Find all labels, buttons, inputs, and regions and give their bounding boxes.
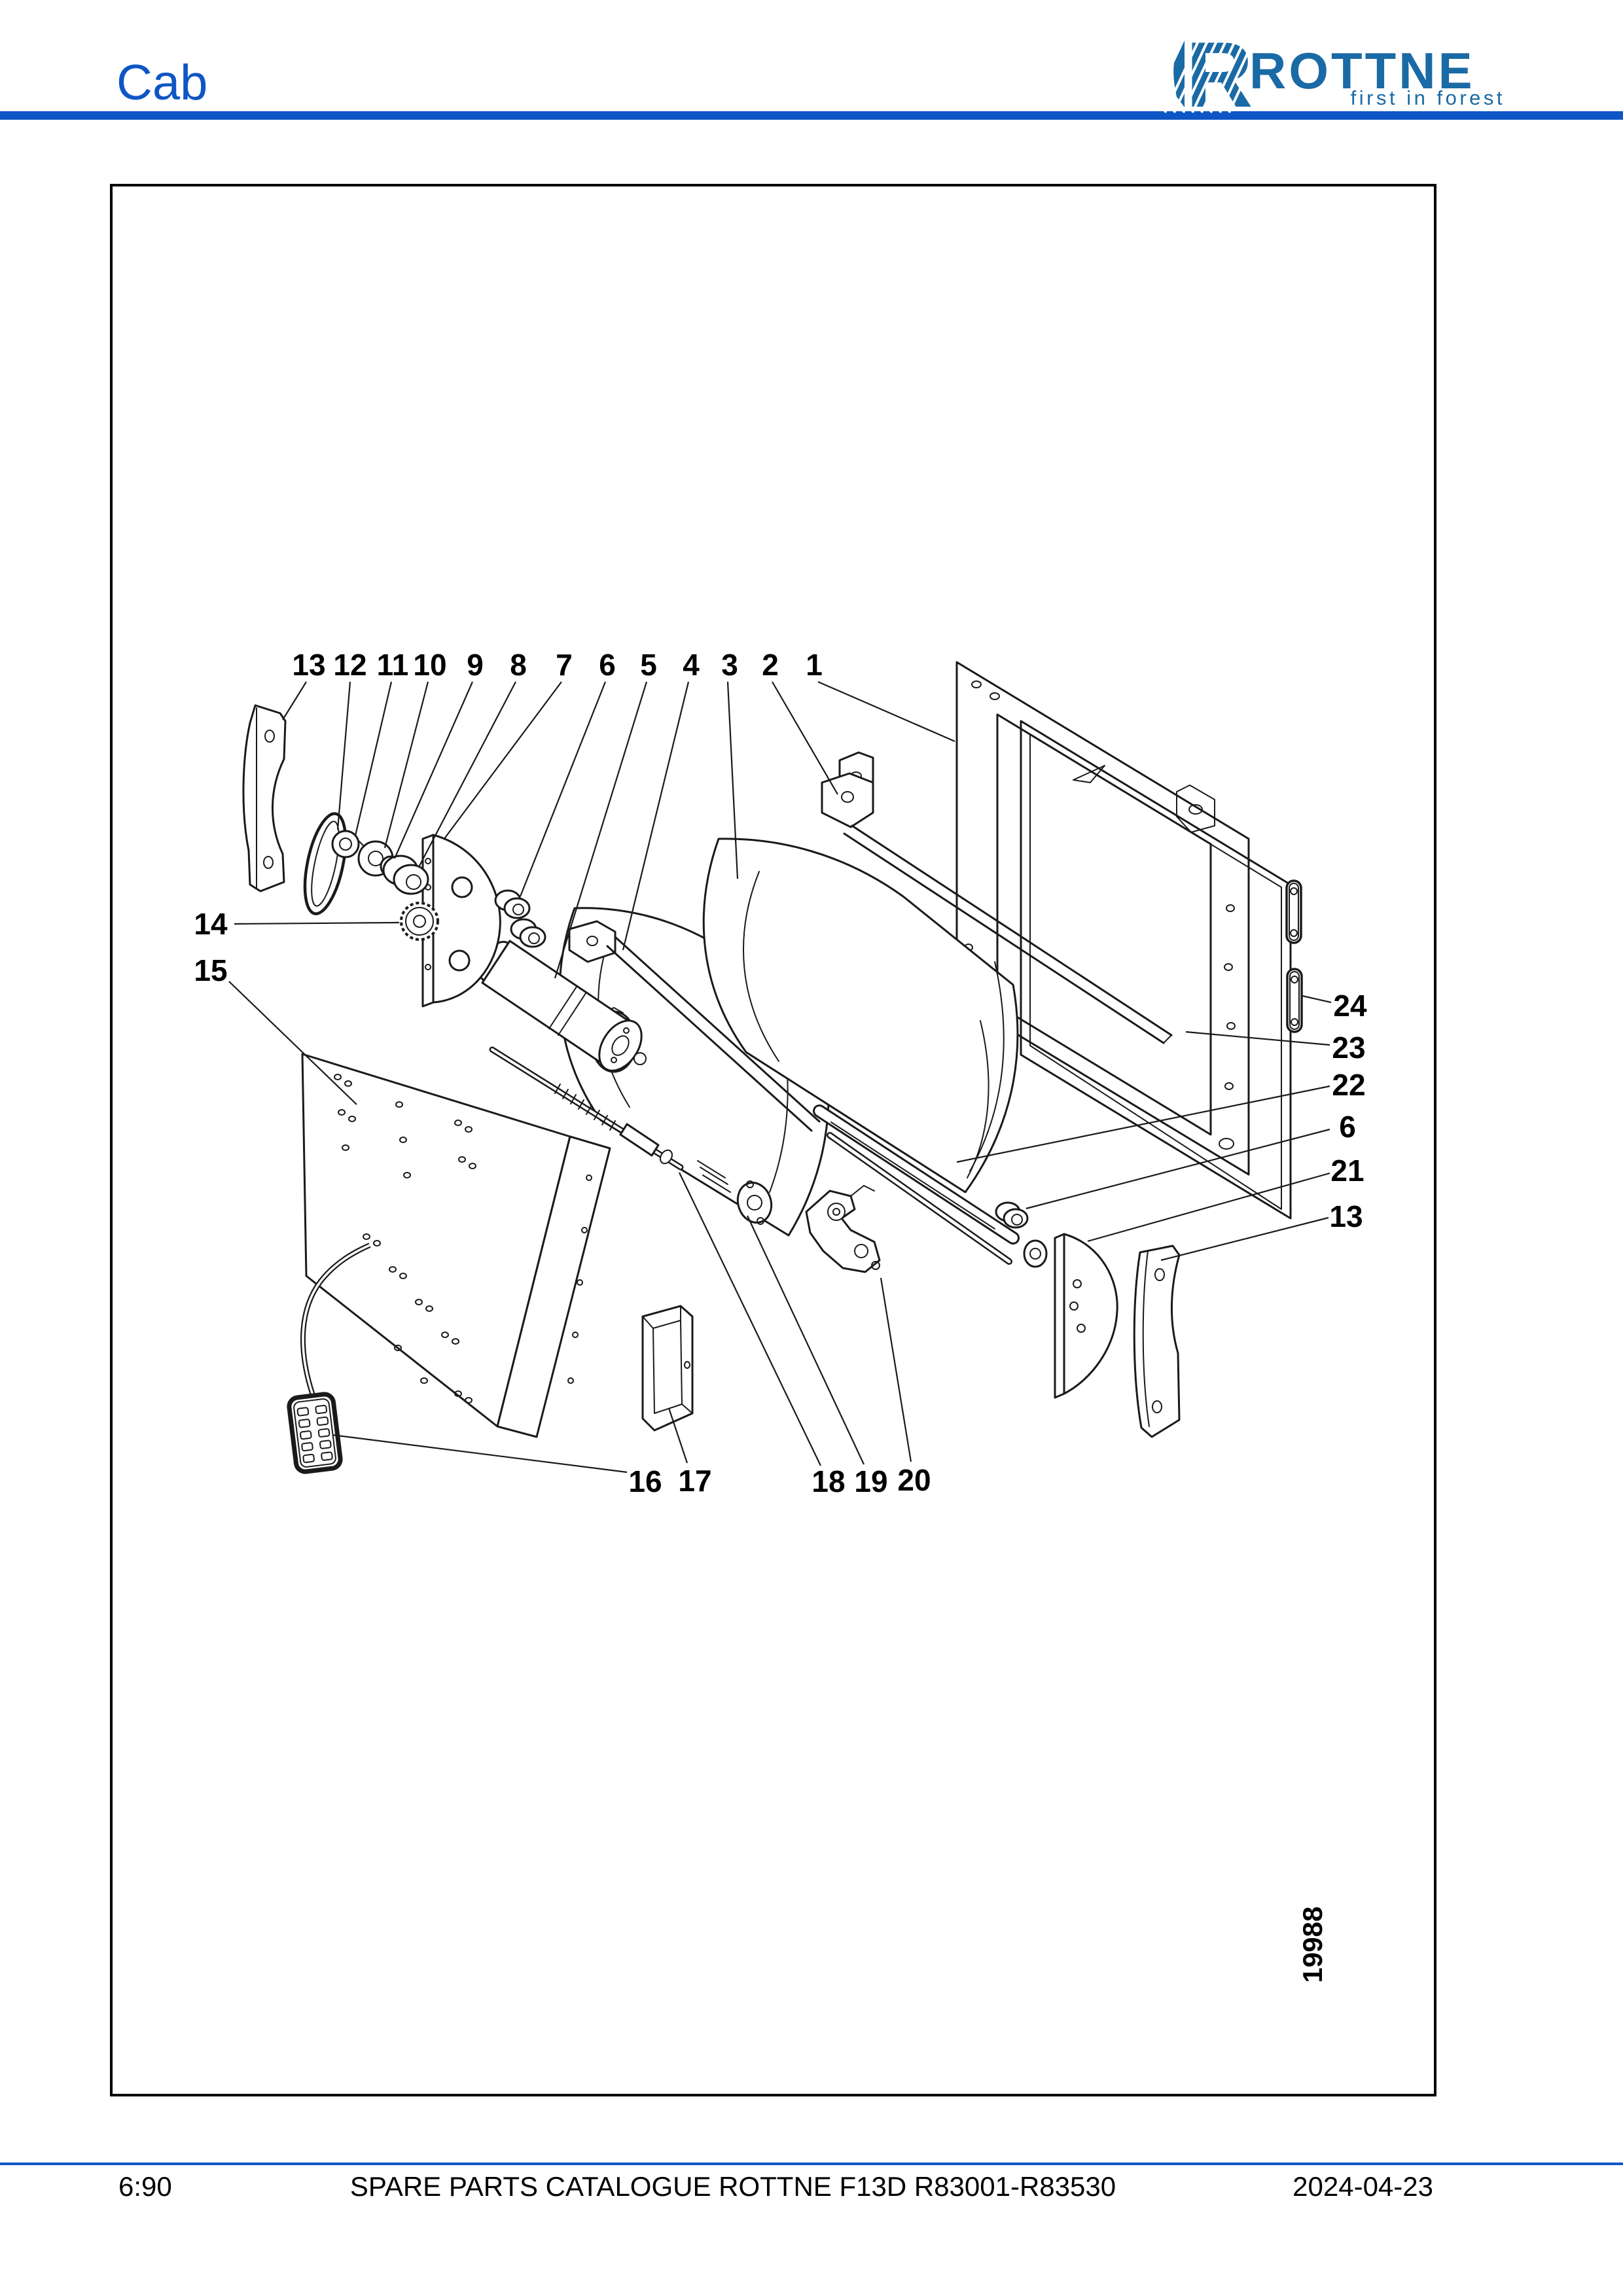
callout-leader-20 [880, 1277, 912, 1462]
part-callout-15: 15 [194, 953, 227, 987]
part-latch-20 [805, 1185, 881, 1273]
part-mounting-plate-15 [301, 1053, 611, 1438]
part-callout-7: 7 [556, 648, 573, 682]
header-rule [0, 111, 1623, 120]
footer-page-number: 6:90 [118, 2171, 172, 2202]
part-bracket-13-right [1133, 1245, 1181, 1438]
part-bracket-13-left [242, 704, 287, 892]
rottne-logo-emblem: R [1164, 23, 1268, 127]
part-callout-13: 13 [1329, 1199, 1363, 1233]
callout-leader-6 [1026, 1128, 1330, 1210]
callout-leader-2 [772, 681, 838, 795]
page-title: Cab [116, 55, 207, 111]
callout-leader-24 [1302, 995, 1332, 1004]
plate-holes [334, 1074, 592, 1404]
part-callout-4: 4 [683, 648, 700, 682]
callout-leader-4 [622, 681, 690, 951]
exploded-diagram [242, 661, 1303, 1474]
part-sector-plate-21 [1054, 1233, 1118, 1399]
callout-leader-17 [668, 1407, 688, 1464]
part-link-plates-24 [1285, 879, 1303, 1033]
page-header: Cab R ROTTNE first in forest [0, 23, 1623, 127]
footer-rule [0, 2163, 1623, 2165]
callout-leader-21 [1087, 1172, 1330, 1243]
callout-leader-7 [443, 681, 562, 840]
part-callout-17: 17 [678, 1464, 711, 1498]
part-gear-14 [400, 902, 439, 941]
part-channel-bracket-17 [641, 1305, 694, 1432]
callout-leader-13 [282, 681, 307, 720]
part-callout-3: 3 [721, 648, 738, 682]
logo-brand-text: ROTTNE [1249, 42, 1475, 99]
part-keypad-remote-16 [287, 1243, 371, 1474]
part-rail-2 [821, 772, 1173, 1044]
part-callout-22: 22 [1332, 1068, 1365, 1102]
part-bushings-6-left [494, 889, 546, 948]
part-bushing-8 [382, 855, 429, 895]
part-callout-12: 12 [333, 648, 366, 682]
part-callout-5: 5 [640, 648, 657, 682]
part-callout-18: 18 [812, 1464, 845, 1498]
part-callout-2: 2 [762, 648, 779, 682]
page-footer: 6:90 SPARE PARTS CATALOGUE ROTTNE F13D R… [0, 2163, 1623, 2202]
callout-leader-3 [726, 681, 739, 879]
callout-leader-6 [519, 681, 607, 897]
remote-keys [296, 1404, 333, 1464]
part-rear-sheet-23 [1020, 720, 1292, 1220]
callout-leader-8 [418, 681, 516, 868]
figure-number: 19988 [1297, 1907, 1328, 1983]
footer-date: 2024-04-23 [1293, 2171, 1433, 2202]
footer-catalogue-title: SPARE PARTS CATALOGUE ROTTNE F13D R83001… [350, 2171, 1116, 2202]
part-callout-6: 6 [599, 648, 616, 682]
part-callout-16: 16 [628, 1464, 662, 1498]
part-rail-lower [568, 920, 821, 1132]
part-nut-11 [331, 830, 360, 858]
callout-leader-10 [383, 681, 429, 849]
part-callout-21: 21 [1330, 1154, 1364, 1188]
part-callout-10: 10 [413, 648, 446, 682]
part-threaded-rod-18 [489, 1046, 731, 1193]
part-callout-9: 9 [467, 648, 484, 682]
callout-leader-1 [817, 680, 955, 743]
part-callout-19: 19 [854, 1464, 887, 1498]
callout-leader-11 [354, 681, 393, 836]
part-callout-20: 20 [897, 1463, 931, 1497]
part-callout-1: 1 [806, 648, 823, 682]
callout-leader-13 [1160, 1216, 1329, 1262]
part-callout-14: 14 [194, 907, 228, 941]
logo-hatching [1164, 31, 1268, 113]
part-rear-frame-1 [955, 661, 1250, 1176]
callout-leader-14 [234, 921, 400, 925]
callout-leader-9 [393, 681, 474, 859]
part-bushing-6-right [995, 1201, 1048, 1268]
callout-leader-18 [679, 1172, 821, 1466]
callout-leader-5 [554, 681, 648, 979]
part-flange-19 [736, 1180, 773, 1225]
callout-leader-19 [747, 1215, 865, 1465]
callout-leader-16 [332, 1434, 628, 1474]
part-slide-strip-22 [813, 1104, 1020, 1265]
callout-leader-23 [1185, 1031, 1330, 1046]
part-callout-11: 11 [377, 648, 409, 682]
figure-frame [110, 184, 1436, 2096]
logo-tagline: first in forest [1351, 86, 1505, 109]
callout-leader-22 [956, 1085, 1330, 1163]
part-callout-24: 24 [1333, 989, 1367, 1023]
part-callout-6: 6 [1339, 1110, 1356, 1144]
callout-leader-12 [336, 681, 351, 830]
part-belt-12 [303, 812, 348, 915]
part-callout-23: 23 [1332, 1031, 1365, 1065]
callout-leader-15 [228, 981, 357, 1105]
part-callout-13: 13 [292, 648, 325, 682]
part-callout-8: 8 [510, 648, 527, 682]
rottne-logo: R ROTTNE first in forest [1164, 23, 1505, 127]
